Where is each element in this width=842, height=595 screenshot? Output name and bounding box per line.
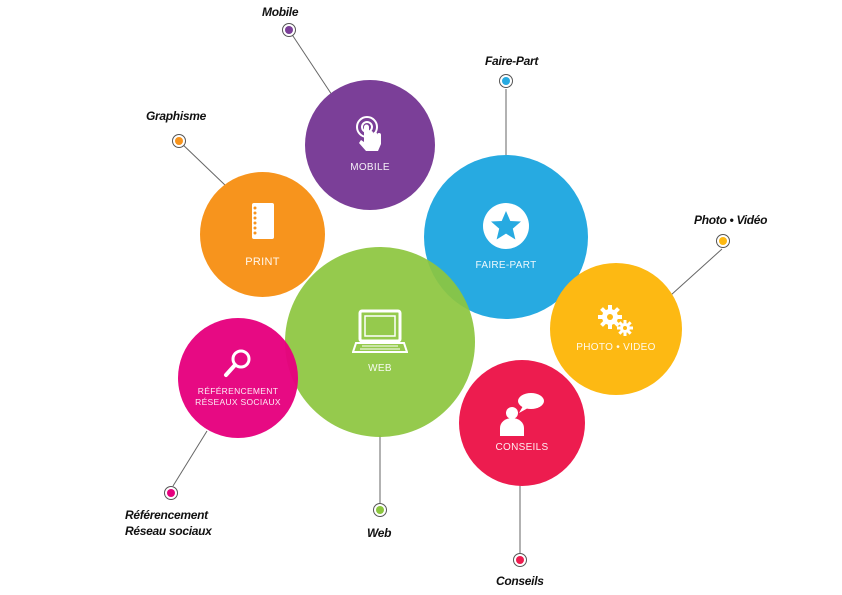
label-graphisme: Graphisme — [146, 109, 206, 123]
connector-seo — [172, 430, 208, 487]
gears-icon — [598, 305, 633, 336]
connector-print — [178, 140, 227, 187]
dot-mobile[interactable] — [282, 23, 296, 37]
dot-fairepart[interactable] — [499, 74, 513, 88]
dot-conseils[interactable] — [513, 553, 527, 567]
label-photo: Photo • Vidéo — [694, 213, 768, 227]
star-icon — [483, 203, 529, 249]
circle-seo[interactable]: RÉFÉRENCEMENT RÉSEAUX SOCIAUX — [178, 318, 298, 438]
chat-person-icon — [500, 393, 544, 436]
circle-label-seo: RÉFÉRENCEMENT RÉSEAUX SOCIAUX — [195, 386, 281, 407]
label-mobile: Mobile — [262, 5, 299, 19]
circle-label-photo: PHOTO • VIDEO — [576, 342, 656, 353]
circle-mobile[interactable]: MOBILE — [305, 80, 435, 210]
circle-label-print: PRINT — [245, 255, 280, 268]
circle-conseils[interactable]: CONSEILS — [459, 360, 585, 486]
connector-photo — [670, 248, 723, 296]
magnifier-icon — [224, 349, 251, 377]
circle-label-web: WEB — [368, 363, 392, 374]
label-fairepart: Faire-Part — [485, 54, 539, 68]
dot-seo[interactable] — [164, 486, 178, 500]
label-seo: Référencement Réseau sociaux — [125, 508, 212, 538]
touch-icon — [356, 116, 381, 151]
dot-web[interactable] — [373, 503, 387, 517]
circle-label-conseils: CONSEILS — [495, 442, 549, 453]
dot-print[interactable] — [172, 134, 186, 148]
dot-photo[interactable] — [716, 234, 730, 248]
label-conseils: Conseils — [496, 574, 544, 588]
connector-mobile — [288, 29, 333, 96]
notebook-icon — [251, 202, 274, 239]
circle-web[interactable]: WEB — [285, 247, 475, 437]
label-web: Web — [367, 526, 392, 540]
laptop-icon — [352, 309, 408, 353]
circle-photo[interactable]: PHOTO • VIDEO — [550, 263, 682, 395]
circle-label-fairepart: FAIRE-PART — [475, 260, 537, 271]
circle-print[interactable]: PRINT — [200, 172, 325, 297]
circle-label-mobile: MOBILE — [350, 162, 390, 173]
